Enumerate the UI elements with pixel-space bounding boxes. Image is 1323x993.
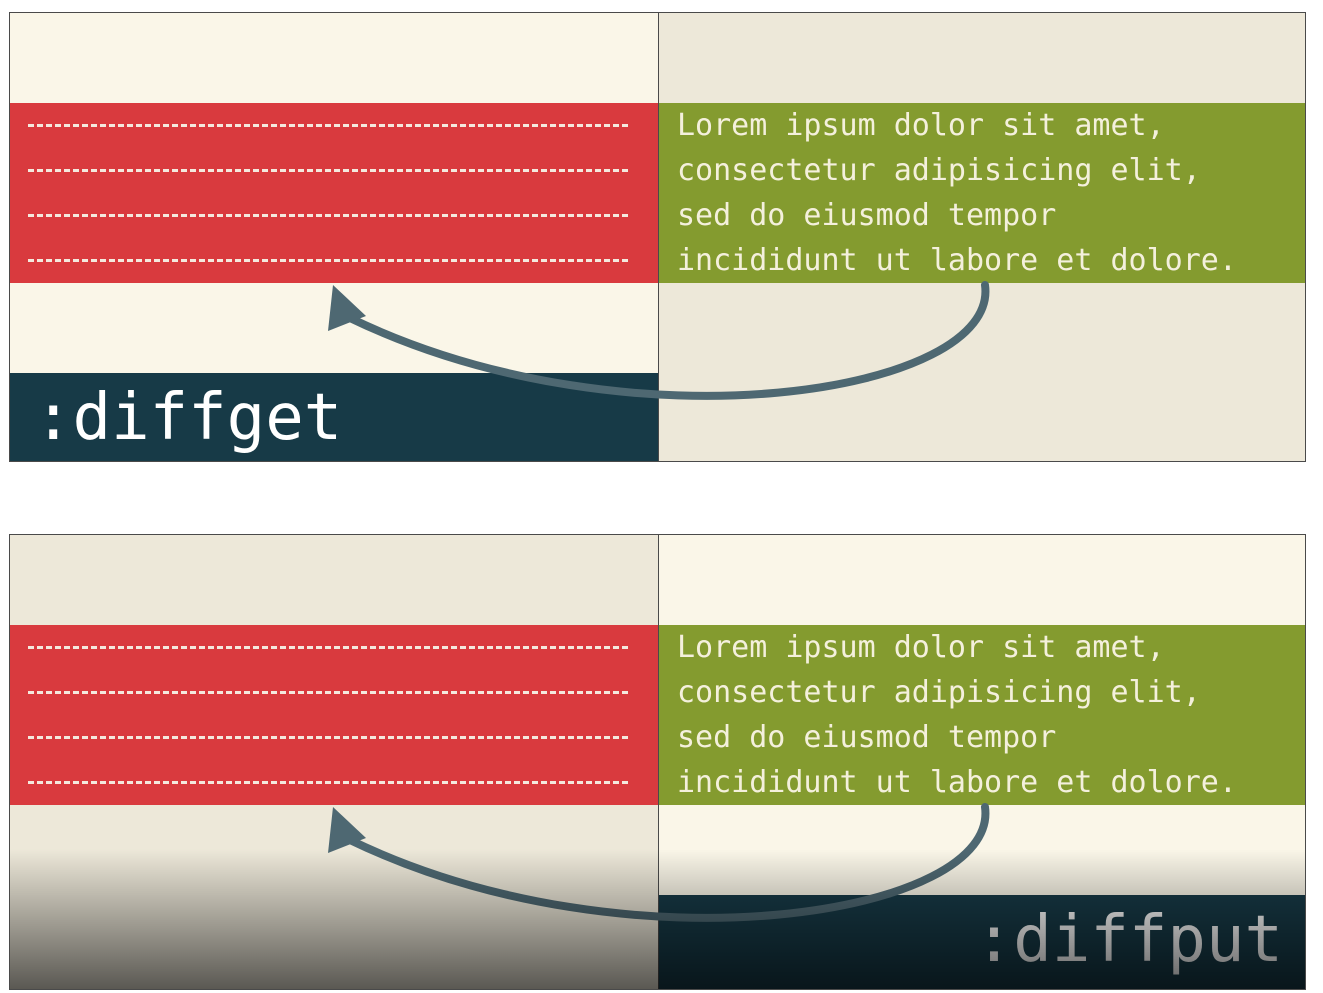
text-line: sed do eiusmod tempor [677, 720, 1057, 755]
dash-line [28, 760, 648, 805]
text-line: Lorem ipsum dolor sit amet, [677, 108, 1165, 143]
dash-line [28, 625, 648, 670]
text-line: incididunt ut labore et dolore. [677, 765, 1237, 800]
dash-line [28, 238, 648, 283]
placeholder-dashes [28, 625, 648, 805]
deleted-lines-band [10, 103, 658, 283]
diffget-panel: Lorem ipsum dolor sit amet, consectetur … [9, 12, 1306, 462]
placeholder-dashes [28, 103, 648, 283]
added-lines-band: Lorem ipsum dolor sit amet, consectetur … [659, 103, 1305, 283]
text-line: consectetur adipisicing elit, [677, 153, 1201, 188]
dash-line [28, 148, 648, 193]
diffput-panel: Lorem ipsum dolor sit amet, consectetur … [9, 534, 1306, 990]
text-line: incididunt ut labore et dolore. [677, 243, 1237, 278]
text-line: Lorem ipsum dolor sit amet, [677, 630, 1165, 665]
added-lines-band: Lorem ipsum dolor sit amet, consectetur … [659, 625, 1305, 805]
deleted-lines-band [10, 625, 658, 805]
dash-line [28, 193, 648, 238]
added-text: Lorem ipsum dolor sit amet, consectetur … [677, 103, 1295, 283]
curved-arrow-icon [328, 281, 990, 400]
dash-line [28, 670, 648, 715]
text-line: consectetur adipisicing elit, [677, 675, 1201, 710]
dash-line [28, 103, 648, 148]
dash-line [28, 715, 648, 760]
diffget-command: :diffget [10, 373, 658, 461]
curved-arrow-icon [328, 803, 990, 922]
added-text: Lorem ipsum dolor sit amet, consectetur … [677, 625, 1295, 805]
text-line: sed do eiusmod tempor [677, 198, 1057, 233]
